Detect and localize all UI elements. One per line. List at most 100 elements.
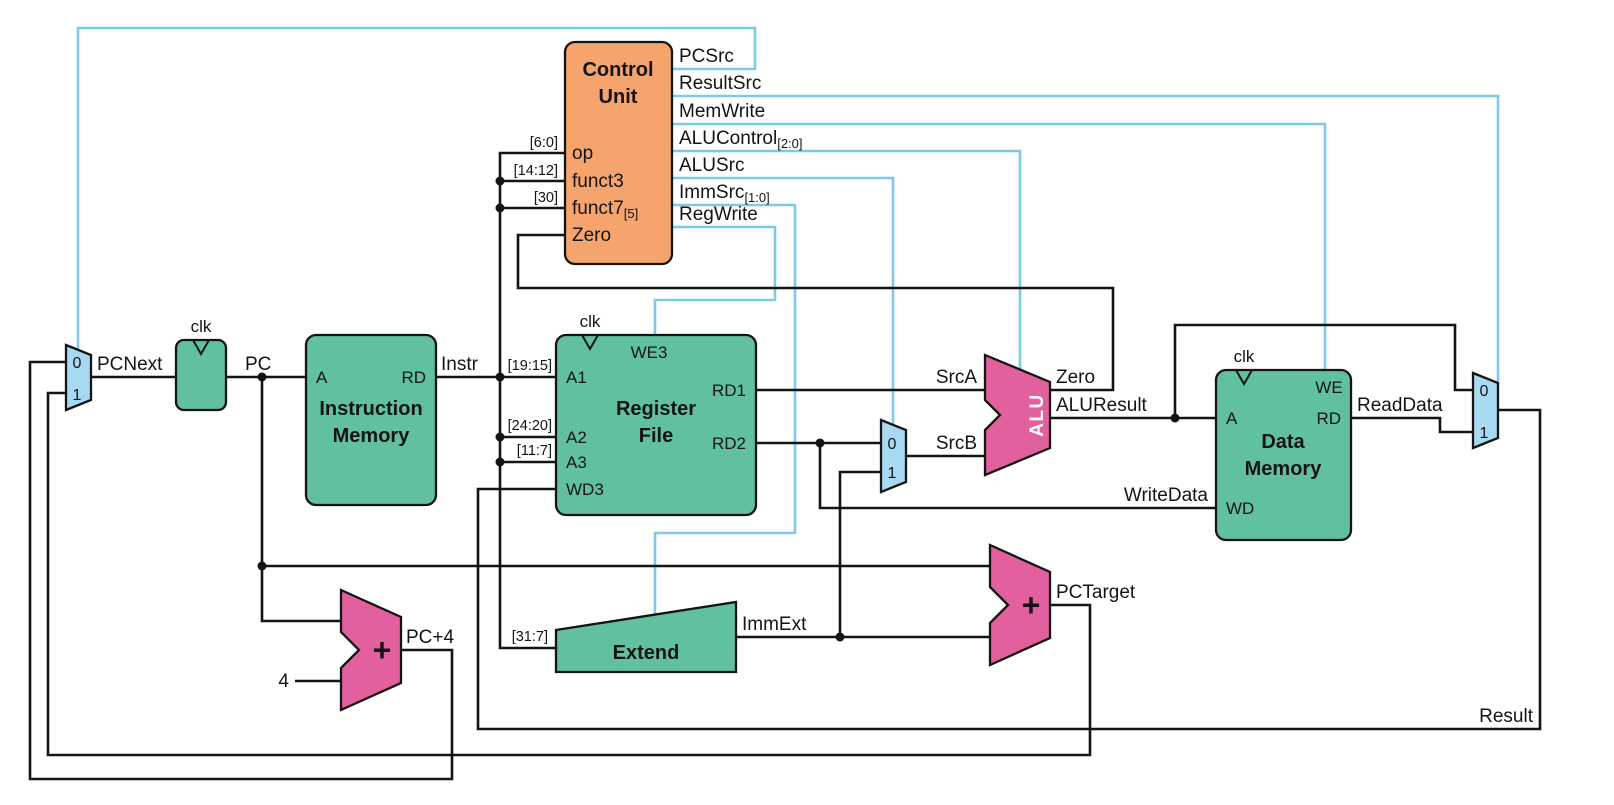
pc-branch-wire [260,377,990,623]
control-output-memwrite: MemWrite [679,101,765,122]
junction-dot [495,372,505,382]
readdata-wire [1351,416,1473,434]
regfile-clk-label: clk [580,312,601,331]
srca-label: SrcA [936,367,978,388]
result-mux-in0-label: 0 [1480,383,1489,400]
im-port-rd: RD [401,368,426,387]
rf-port-we3: WE3 [631,343,668,362]
memwrite-wire [672,122,1327,370]
control-input-op: op [572,143,593,164]
rf-port-rd1: RD1 [712,381,746,400]
control-input-funct7: funct7[5] [572,198,638,221]
pctarget-label: PCTarget [1056,582,1136,603]
junction-dot [835,632,845,642]
register-file-title-line2: File [639,425,673,447]
rf-port-a1: A1 [566,368,587,387]
instruction-memory-box [304,333,438,507]
pc-mux-shape [64,343,93,412]
pcplus4-label: PC+4 [406,627,454,648]
op-slice-label: [6:0] [530,135,558,151]
control-unit-labels: Control Unit op funct3 funct7[5] Zero [6… [514,46,803,246]
datamem-clk-label: clk [1234,347,1255,366]
pc-label: PC [245,354,271,375]
dm-port-a: A [1226,409,1238,428]
datapath-wires [28,151,1542,781]
resultsrc-wire [672,94,1500,383]
extend-title: Extend [613,642,680,664]
junction-dots [257,176,1180,642]
register-file-title-line1: Register [616,398,696,420]
alu-label: ALU [1027,393,1048,437]
junction-dot [495,203,505,213]
junction-dot [815,438,825,448]
a1-slice-label: [19:15] [508,358,552,374]
dm-port-rd: RD [1316,409,1341,428]
instr-label: Instr [441,354,479,375]
pc-register-box [174,338,228,412]
funct7-slice-label: [30] [534,190,558,206]
result-mux-shape [1471,371,1500,450]
aluresult-branch-wire [1173,323,1473,418]
junction-dot [495,176,505,186]
rf-port-a2: A2 [566,428,587,447]
srcb-label: SrcB [936,433,977,454]
zero-label: Zero [1056,367,1095,388]
srcb-mux-shape [879,418,908,494]
instruction-memory-title-line2: Memory [333,425,411,447]
alucontrol-wire [672,149,1022,370]
extend-box [554,600,738,674]
junction-dot [1170,413,1180,423]
control-input-zero: Zero [572,225,611,246]
control-signal-wires [76,26,1500,616]
data-memory-title-line2: Memory [1245,458,1323,480]
control-output-immsrc: ImmSrc[1:0] [679,182,770,205]
immext-label: ImmExt [742,614,807,635]
control-output-pcsrc: PCSrc [679,46,734,67]
a3-slice-label: [11:7] [517,443,552,459]
datamem-clk-wedge-icon [1234,369,1254,387]
junction-dot [257,561,267,571]
wire-labels: PCNext PC Instr [19:15] [24:20] [11:7] S… [97,354,1534,727]
pcplus4-wire [28,360,454,781]
control-input-funct3: funct3 [572,171,624,192]
srcb-mux-in0-label: 0 [888,436,897,453]
control-output-regwrite: RegWrite [679,204,758,225]
regwrite-wire [653,225,777,335]
rf-port-wd3: WD3 [566,480,604,499]
pc-clk-wedge-icon [191,339,211,357]
regfile-clk-wedge-icon [580,334,600,352]
pc-mux-in1-label: 1 [73,387,82,404]
constant-four-label: 4 [278,671,289,692]
dm-port-wd: WD [1226,499,1254,518]
alusrc-wire [672,176,895,424]
a2-slice-label: [24:20] [508,418,552,434]
aluresult-label: ALUResult [1056,395,1148,416]
pctarget-adder-shape [988,543,1052,667]
instruction-memory-title-line1: Instruction [319,398,422,420]
pc-mux-in0-label: 0 [73,355,82,372]
funct3-slice-label: [14:12] [514,163,558,179]
result-wire [476,408,1542,731]
rf-port-a3: A3 [566,453,587,472]
control-output-resultsrc: ResultSrc [679,73,761,94]
pctarget-adder-plus: + [1022,587,1041,623]
extend-slice-label: [31:7] [512,629,548,645]
control-unit-title-line2: Unit [599,86,638,108]
pcnext-label: PCNext [97,354,163,375]
junction-dot [495,432,505,442]
srcb-mux-in1-label: 1 [888,465,897,482]
im-port-a: A [316,368,328,387]
control-unit-title-line1: Control [582,59,653,81]
junction-dot [257,372,267,382]
writedata-label: WriteData [1124,485,1209,506]
data-memory-box [1214,368,1353,542]
instr-bus-wire [498,151,565,650]
dm-port-we: WE [1315,378,1342,397]
pcplus4-adder-plus: + [373,632,392,668]
pctarget-wire [46,391,1092,757]
writedata-wire [818,443,1216,510]
immext-wire [736,470,990,639]
register-file-box [554,333,758,517]
